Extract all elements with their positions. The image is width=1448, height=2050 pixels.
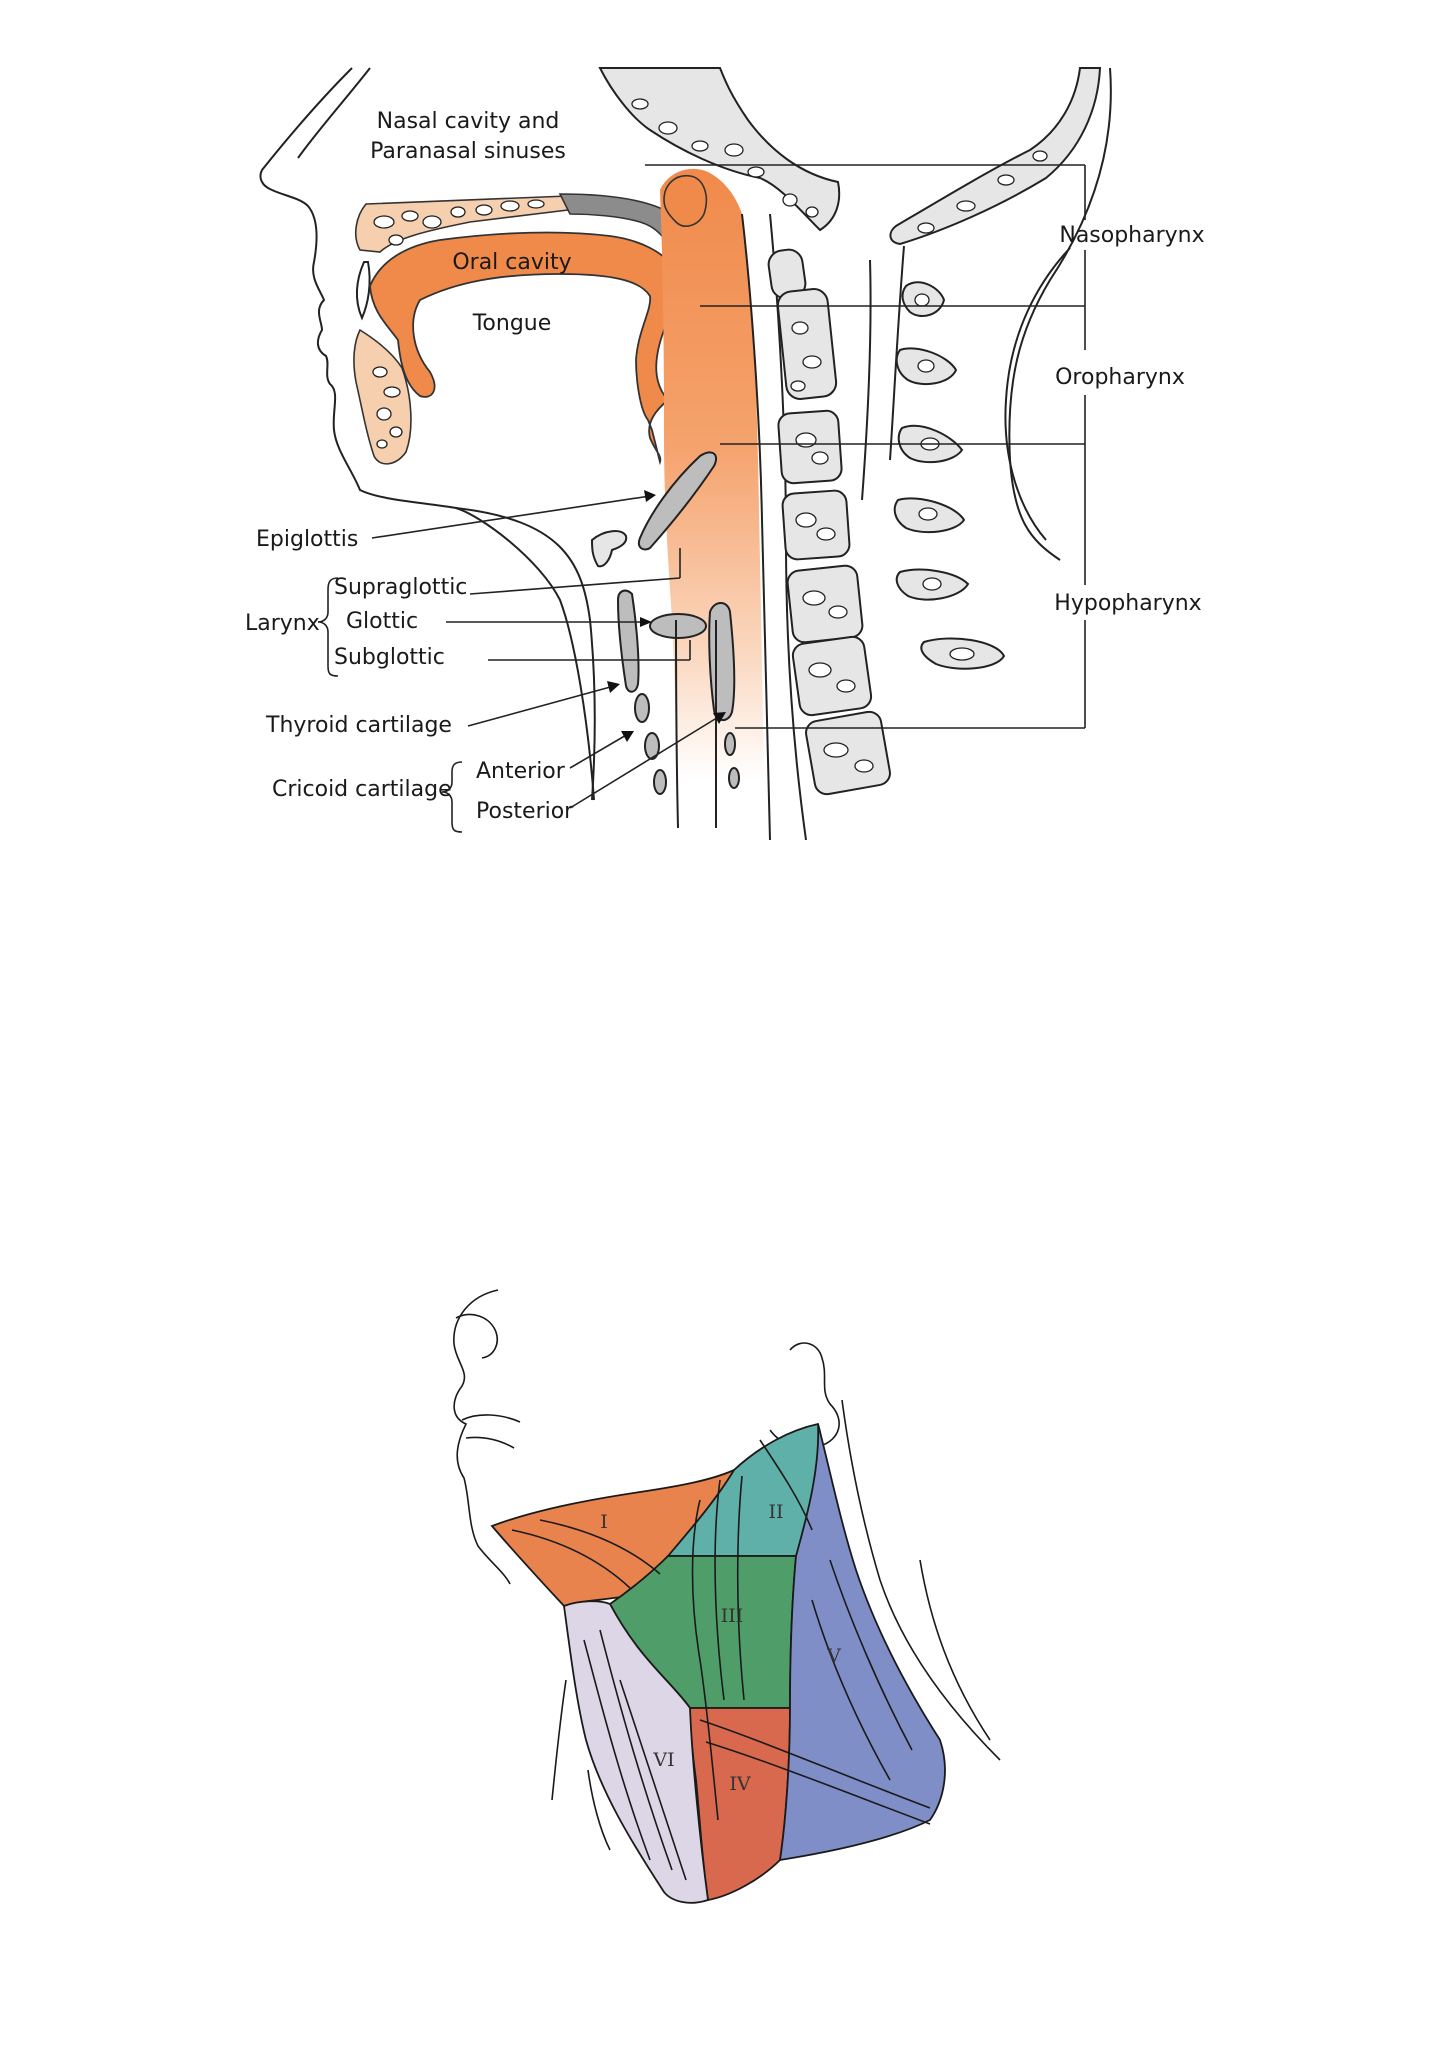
face-profile	[259, 67, 595, 801]
sinus-holes	[373, 199, 545, 246]
spinous-processes	[893, 281, 1006, 670]
nose-outline	[455, 1313, 498, 1359]
head-back-outline	[1008, 67, 1112, 561]
larynx-brace	[317, 577, 339, 677]
label-nasal-cavity-line1: Nasal cavity and	[377, 109, 560, 134]
level-3-region	[608, 1555, 797, 1709]
cricoid-brace	[441, 761, 463, 833]
thyroid-cartilage-shape	[616, 589, 640, 693]
shoulder-line	[919, 1559, 991, 1741]
spinal-cord-anterior	[861, 259, 872, 501]
label-nasal-cavity-line2: Paranasal sinuses	[370, 139, 566, 164]
vertebral-holes	[790, 321, 874, 773]
oral-cavity-tongue	[369, 231, 682, 466]
cervical-outline	[1004, 247, 1071, 541]
leader-lines	[371, 490, 726, 809]
hyoid	[590, 530, 628, 568]
level-5-region	[778, 1423, 946, 1862]
label-anterior: Anterior	[476, 759, 566, 784]
level-2-region	[666, 1422, 824, 1557]
label-level-5: V	[826, 1645, 841, 1667]
level-6-region	[563, 1600, 709, 1904]
tracheal-rings	[634, 693, 740, 795]
label-oropharynx: Oropharynx	[1055, 365, 1185, 390]
level-4-region	[689, 1707, 791, 1902]
label-level-1: I	[600, 1511, 608, 1533]
label-epiglottis: Epiglottis	[256, 527, 358, 552]
chin-face-outline	[453, 1289, 511, 1585]
trachea-wall	[675, 619, 718, 829]
mouth-line	[461, 1414, 521, 1449]
back-neck-outline	[841, 1399, 1001, 1761]
level-1-region	[490, 1468, 736, 1608]
label-nasopharynx: Nasopharynx	[1059, 223, 1204, 248]
muscle-fiber-strokes	[511, 1439, 931, 1881]
label-level-4: IV	[729, 1773, 751, 1795]
label-level-3: III	[721, 1605, 744, 1627]
label-tongue: Tongue	[472, 311, 552, 336]
label-level-2: II	[768, 1501, 783, 1523]
label-oral-cavity: Oral cavity	[452, 250, 571, 275]
label-larynx: Larynx	[245, 611, 320, 636]
label-glottic: Glottic	[346, 609, 418, 634]
occipital-bone	[889, 67, 1102, 246]
posterior-pharyngeal-wall	[741, 213, 771, 841]
label-subglottic: Subglottic	[334, 645, 445, 670]
uvula	[663, 175, 708, 227]
occipital-holes	[917, 150, 1048, 234]
skull-base	[598, 67, 841, 232]
label-hypopharynx: Hypopharynx	[1054, 591, 1201, 616]
epiglottis-shape	[638, 451, 718, 551]
label-cricoid-cartilage: Cricoid cartilage	[272, 777, 452, 802]
clavicle-line	[551, 1679, 611, 1851]
spinous-holes	[914, 293, 975, 661]
label-posterior: Posterior	[476, 799, 574, 824]
cricoid-posterior-shape	[708, 602, 736, 721]
label-supraglottic: Supraglottic	[334, 575, 467, 600]
pharynx-bracket	[645, 164, 1086, 729]
vocal-fold	[649, 613, 707, 639]
label-level-6: VI	[652, 1749, 674, 1771]
vertebral-bodies	[767, 248, 891, 796]
nasal-bridge-inner	[297, 67, 371, 159]
ear-outline	[769, 1342, 840, 1449]
mandible-holes	[372, 366, 403, 449]
upper-tooth	[356, 261, 371, 321]
neck-anterior-line	[455, 507, 596, 801]
label-thyroid-cartilage: Thyroid cartilage	[265, 713, 452, 738]
sagittal-head-neck-diagram: Nasal cavity and Paranasal sinuses Oral …	[245, 67, 1205, 841]
skull-base-holes	[631, 98, 819, 218]
